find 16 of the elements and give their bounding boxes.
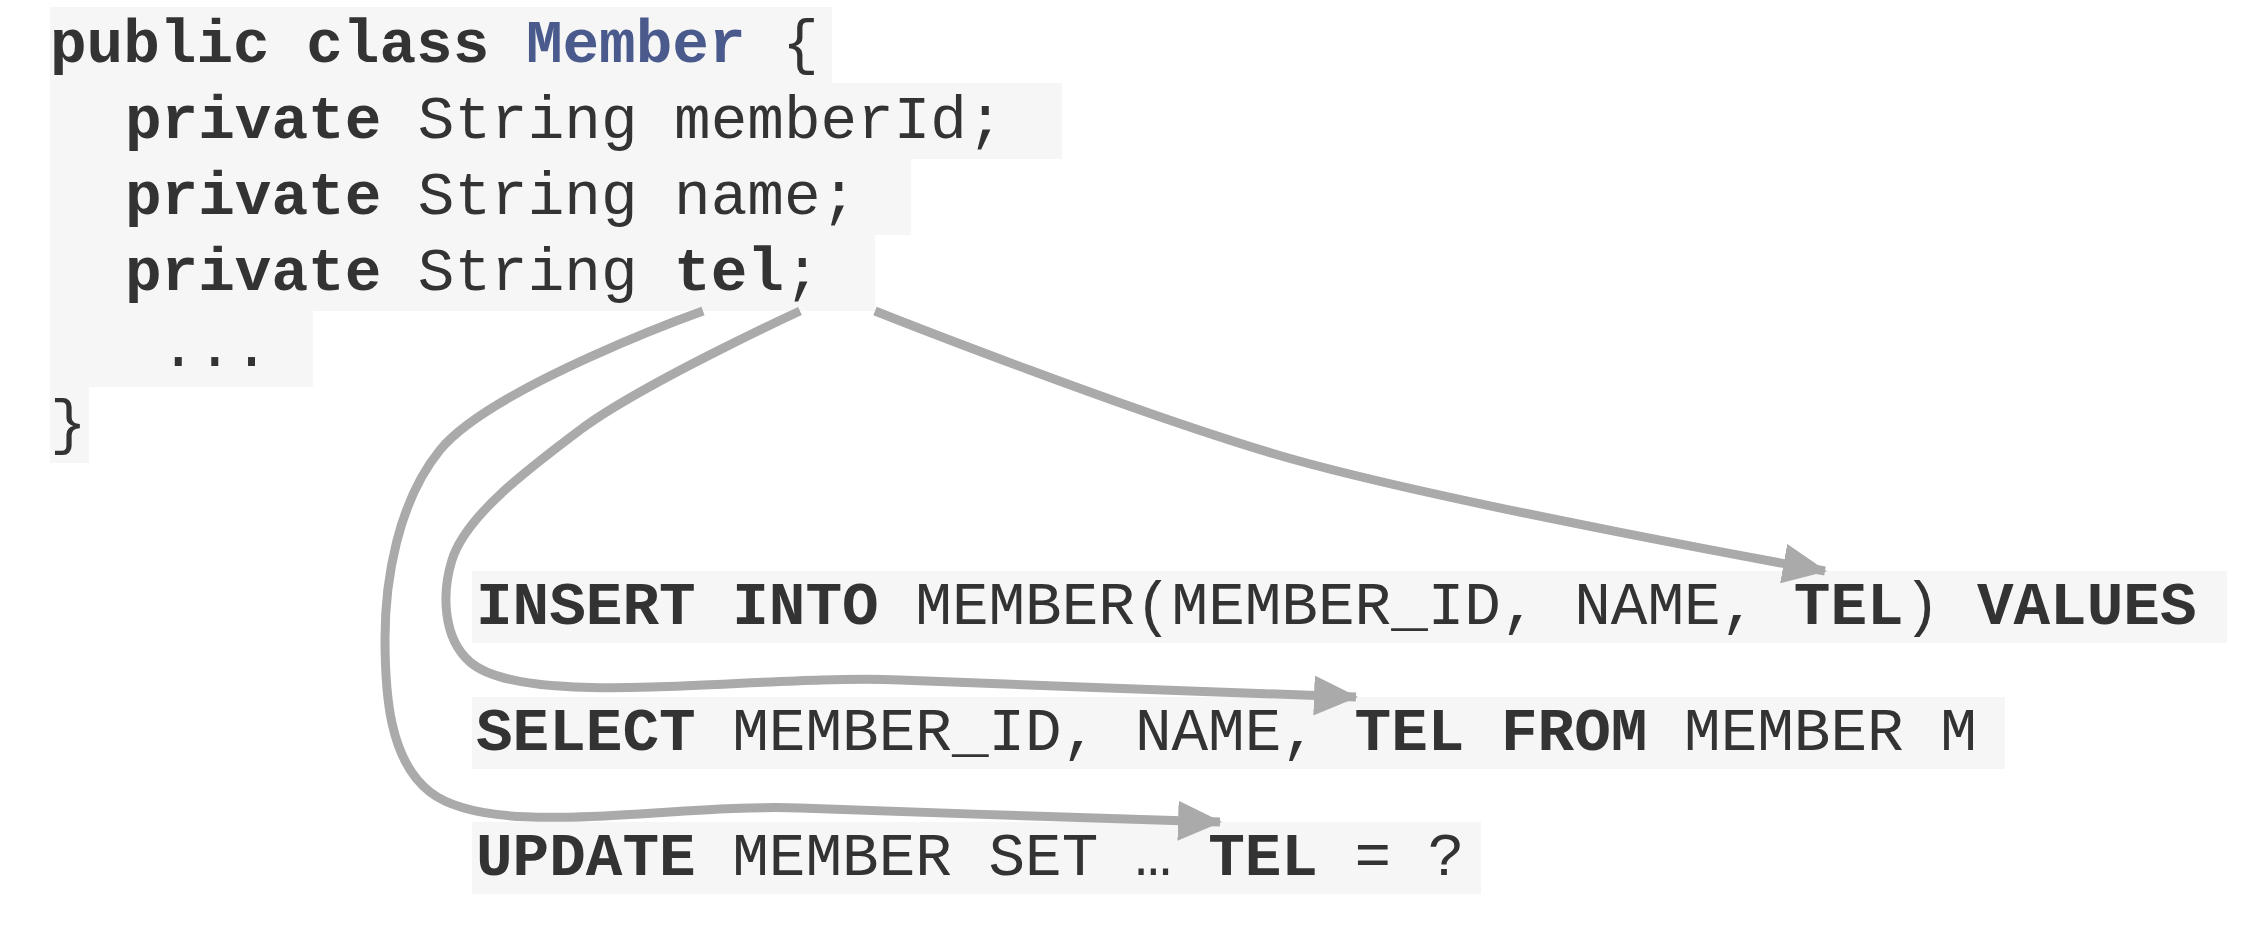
code-text: private String name; (125, 166, 858, 228)
code-text: private String memberId; (125, 90, 1004, 152)
code-text: UPDATE MEMBER SET … TEL = ? (476, 827, 1465, 889)
code-line-background (472, 571, 2227, 643)
code-text: ... (160, 318, 270, 380)
arrow (441, 306, 1358, 716)
code-text: SELECT MEMBER_ID, NAME, TEL FROM MEMBER M (476, 702, 1977, 764)
code-line-background (472, 697, 2005, 769)
code-line-background (472, 822, 1481, 894)
arrow (873, 306, 1827, 584)
code-text: INSERT INTO MEMBER(MEMBER_ID, NAME, TEL) VALUES (476, 576, 2197, 638)
code-text: public class Member { (50, 14, 819, 76)
code-line-background (50, 235, 875, 311)
code-text: } (50, 394, 87, 456)
code-text: private String tel; (125, 242, 821, 304)
arrow (380, 306, 1222, 841)
